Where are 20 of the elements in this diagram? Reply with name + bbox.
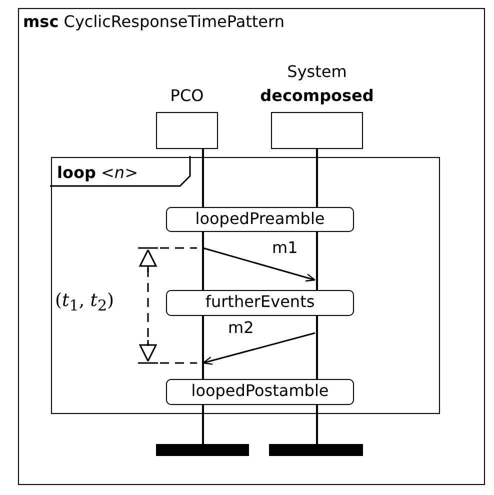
lifeline-end-bar (269, 444, 363, 456)
frame-title: msc CyclicResponseTimePattern (23, 12, 284, 32)
condition-label: furtherEvents (205, 292, 315, 312)
diagram-frame (18, 8, 485, 485)
instance-name: System (287, 62, 347, 82)
condition-label: loopedPreamble (195, 209, 325, 229)
message-label: m1 (272, 238, 298, 258)
time-constraint-label: (t$_{1}$, t$_{2}$) (55, 291, 114, 316)
lifeline-end-bar (156, 444, 249, 456)
condition-box (166, 379, 354, 405)
message-label: m2 (228, 318, 254, 338)
condition-box (166, 207, 354, 232)
loop-label: loop <n> (57, 163, 138, 183)
instance-name: PCO (170, 86, 204, 106)
message-arrow (202, 332, 316, 365)
message-arrow (202, 247, 316, 282)
condition-box (166, 290, 354, 316)
loop-frame (51, 157, 440, 414)
condition-label: loopedPostamble (191, 381, 329, 401)
instance-name: decomposed (260, 86, 374, 106)
